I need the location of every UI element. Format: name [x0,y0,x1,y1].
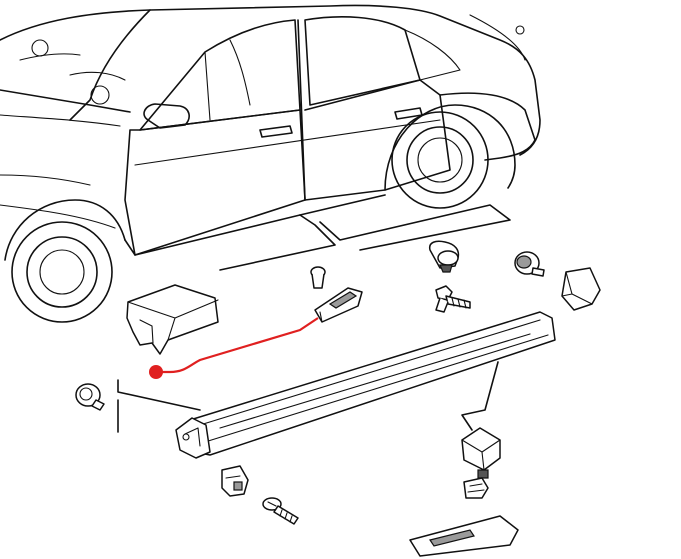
rear-grommet [514,251,545,277]
top-push-pin [310,266,326,289]
side-sill-trim [189,311,556,456]
trim-plate [409,515,519,557]
retainer-clip [463,477,489,499]
slide-clip [461,427,501,479]
top-clip [314,287,363,323]
front-grommet [428,240,460,273]
mounting-bracket [126,284,219,355]
car-body [0,4,541,323]
trim-end-cap [175,417,211,459]
threaded-stud-clip [435,285,471,313]
highlight-dot [149,365,163,379]
rear-end-cap [561,267,601,311]
leader-lines [117,204,511,433]
highlight-leader [149,317,319,379]
screw [262,497,299,525]
left-grommet [75,383,105,411]
u-nut-clip [221,465,249,497]
